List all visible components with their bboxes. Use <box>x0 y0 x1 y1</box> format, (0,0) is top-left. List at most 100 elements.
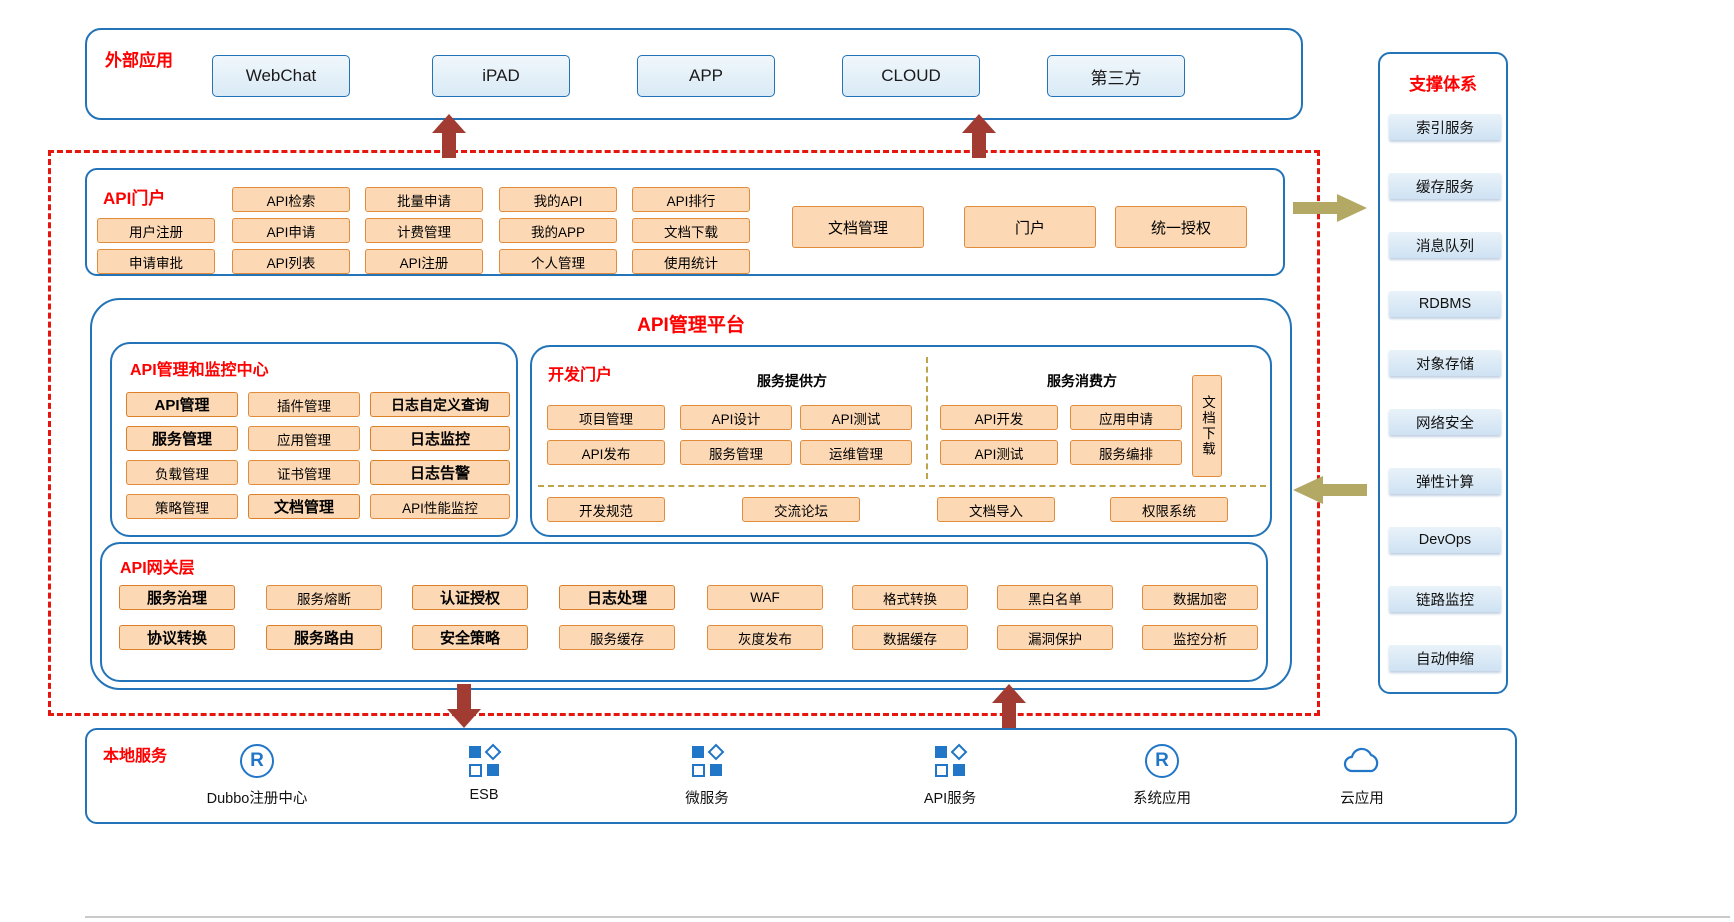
support-item-index: 索引服务 <box>1389 114 1501 140</box>
external-app-ipad: iPAD <box>432 55 570 97</box>
bottom-divider <box>85 916 1730 918</box>
mc-load-mgmt: 负载管理 <box>126 460 238 485</box>
service-cloud-app: 云应用 <box>1277 742 1447 808</box>
support-system-title: 支撑体系 <box>1409 75 1477 94</box>
external-app-app: APP <box>637 55 775 97</box>
mc-api-mgmt: API管理 <box>126 392 238 417</box>
portal-unified-auth: 统一授权 <box>1115 206 1247 248</box>
dp-api-test-consumer: API测试 <box>940 440 1058 465</box>
dp-permission-system: 权限系统 <box>1110 497 1228 522</box>
gw-log-processing: 日志处理 <box>559 585 675 610</box>
mc-log-monitor: 日志监控 <box>370 426 510 451</box>
support-arrow-left <box>1293 476 1367 504</box>
modules-icon <box>935 743 968 777</box>
dp-service-orchestration: 服务编排 <box>1070 440 1182 465</box>
dp-service-mgmt: 服务管理 <box>680 440 792 465</box>
external-apps-panel: 外部应用 WebChat iPAD APP CLOUD 第三方 <box>85 28 1303 120</box>
mc-policy-mgmt: 策略管理 <box>126 494 238 519</box>
dp-api-dev: API开发 <box>940 405 1058 430</box>
mc-log-custom-query: 日志自定义查询 <box>370 392 510 417</box>
portal-user-register: 用户注册 <box>97 218 215 243</box>
service-system-app: R 系统应用 <box>1077 742 1247 808</box>
dev-portal-panel: 开发门户 服务提供方 项目管理 API设计 API测试 API发布 服务管理 运… <box>530 345 1272 537</box>
api-portal-panel: API门户 API检索 批量申请 我的API API排行 用户注册 API申请 … <box>85 168 1285 276</box>
portal-personal-mgmt: 个人管理 <box>499 249 617 274</box>
dp-project-mgmt: 项目管理 <box>547 405 665 430</box>
provider-consumer-divider <box>926 357 928 479</box>
support-item-tracing: 链路监控 <box>1389 586 1501 612</box>
support-item-mq: 消息队列 <box>1389 232 1501 258</box>
gw-data-cache: 数据缓存 <box>852 625 968 650</box>
service-label: 系统应用 <box>1133 791 1191 807</box>
gw-protocol-convert: 协议转换 <box>119 625 235 650</box>
service-label: ESB <box>469 787 499 803</box>
dev-portal-title: 开发门户 <box>548 367 613 384</box>
support-item-netsec: 网络安全 <box>1389 409 1501 435</box>
dp-api-design: API设计 <box>680 405 792 430</box>
portal-billing: 计费管理 <box>365 218 483 243</box>
support-item-elastic: 弹性计算 <box>1389 468 1501 494</box>
external-app-webchat: WebChat <box>212 55 350 97</box>
portal-batch-apply: 批量申请 <box>365 187 483 212</box>
mc-plugin-mgmt: 插件管理 <box>248 392 360 417</box>
dp-doc-import: 文档导入 <box>937 497 1055 522</box>
gw-security-policy: 安全策略 <box>412 625 528 650</box>
support-arrow-right <box>1293 194 1367 222</box>
portal-doc-management: 文档管理 <box>792 206 924 248</box>
portal-api-list: API列表 <box>232 249 350 274</box>
service-api: API服务 <box>865 742 1035 808</box>
gw-circuit-break: 服务熔断 <box>266 585 382 610</box>
gw-service-cache: 服务缓存 <box>559 625 675 650</box>
dp-app-apply: 应用申请 <box>1070 405 1182 430</box>
external-app-cloud: CLOUD <box>842 55 980 97</box>
flow-arrow-up-bottom <box>992 684 1026 728</box>
mc-log-alert: 日志告警 <box>370 460 510 485</box>
external-apps-title: 外部应用 <box>105 51 173 70</box>
local-services-panel: 本地服务 R Dubbo注册中心 ESB <box>85 728 1517 824</box>
flow-arrow-up-right <box>962 114 996 158</box>
api-portal-title: API门户 <box>103 189 166 208</box>
gw-format-convert: 格式转换 <box>852 585 968 610</box>
portal-usage-stats: 使用统计 <box>632 249 750 274</box>
service-dubbo: R Dubbo注册中心 <box>172 742 342 808</box>
mc-service-mgmt: 服务管理 <box>126 426 238 451</box>
service-label: 云应用 <box>1340 791 1384 807</box>
gw-gray-release: 灰度发布 <box>707 625 823 650</box>
gw-data-encrypt: 数据加密 <box>1142 585 1258 610</box>
gateway-panel: API网关层 服务治理 服务熔断 认证授权 日志处理 WAF 格式转换 黑白名单… <box>100 542 1268 682</box>
monitor-center-panel: API管理和监控中心 API管理 服务管理 负载管理 策略管理 插件管理 应用管… <box>110 342 518 537</box>
gw-auth: 认证授权 <box>412 585 528 610</box>
support-system-panel: 支撑体系 索引服务 缓存服务 消息队列 RDBMS 对象存储 网络安全 弹性计算… <box>1378 52 1508 694</box>
portal-my-app: 我的APP <box>499 218 617 243</box>
portal-apply-approval: 申请审批 <box>97 249 215 274</box>
mc-doc-mgmt: 文档管理 <box>248 494 360 519</box>
service-label: 微服务 <box>685 791 729 807</box>
portal-portal: 门户 <box>964 206 1096 248</box>
portal-doc-download: 文档下载 <box>632 218 750 243</box>
support-item-rdbms: RDBMS <box>1389 291 1501 317</box>
api-platform-panel: API管理平台 API管理和监控中心 API管理 服务管理 负载管理 策略管理 … <box>90 298 1292 690</box>
portal-api-register: API注册 <box>365 249 483 274</box>
platform-boundary-dashed <box>48 150 1320 716</box>
registered-icon: R <box>1145 744 1179 778</box>
portal-api-apply: API申请 <box>232 218 350 243</box>
modules-icon <box>692 743 725 777</box>
dp-dev-standard: 开发规范 <box>547 497 665 522</box>
flow-arrow-down-bottom <box>447 684 481 728</box>
support-item-autoscale: 自动伸缩 <box>1389 645 1501 671</box>
gw-blackwhite-list: 黑白名单 <box>997 585 1113 610</box>
support-item-cache: 缓存服务 <box>1389 173 1501 199</box>
consumer-title: 服务消费方 <box>1047 373 1117 389</box>
gw-monitor-analysis: 监控分析 <box>1142 625 1258 650</box>
flow-arrow-up-left <box>432 114 466 158</box>
gw-waf: WAF <box>707 585 823 610</box>
dev-portal-horizontal-divider <box>538 485 1266 487</box>
dp-doc-download-vertical: 文档下载 <box>1192 375 1222 477</box>
dp-ops-mgmt: 运维管理 <box>800 440 912 465</box>
api-platform-title: API管理平台 <box>637 315 745 336</box>
service-esb: ESB <box>399 742 569 803</box>
service-label: API服务 <box>923 791 977 807</box>
mc-app-mgmt: 应用管理 <box>248 426 360 451</box>
dp-forum: 交流论坛 <box>742 497 860 522</box>
